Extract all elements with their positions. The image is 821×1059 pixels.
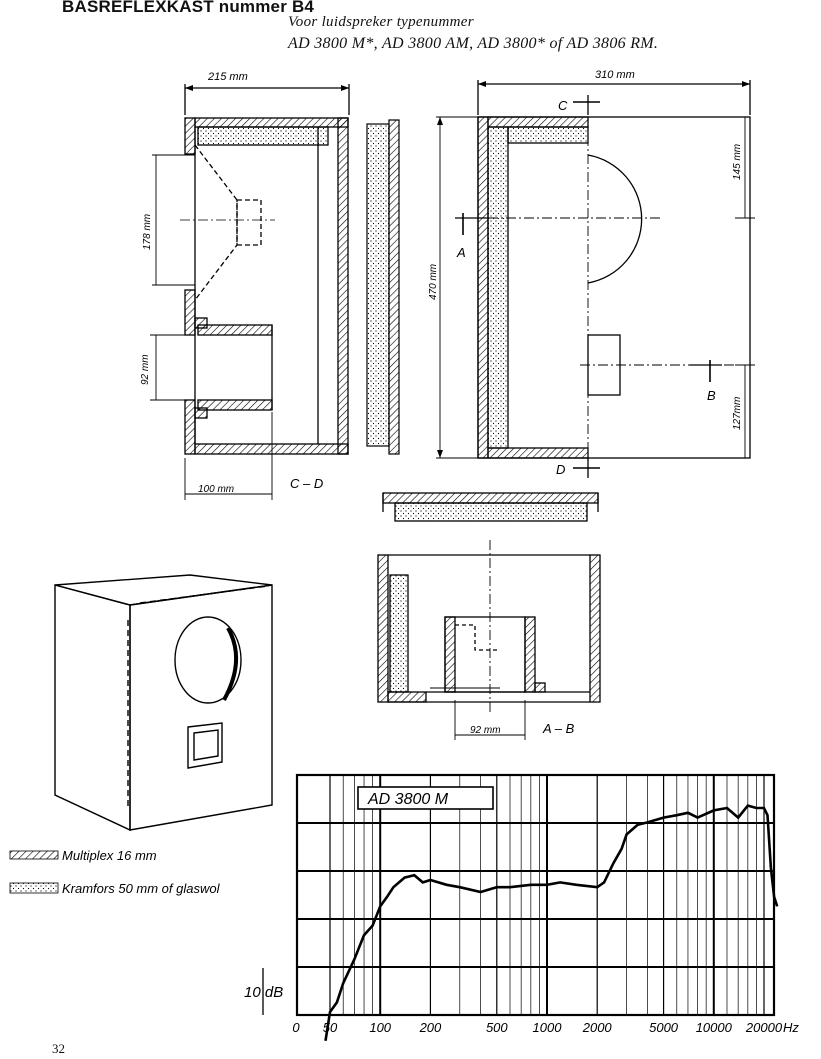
subtitle-line-2: AD 3800 M*, AD 3800 AM, AD 3800* of AD 3… bbox=[288, 35, 659, 52]
x-tick-label: 50 bbox=[323, 1020, 338, 1035]
dim-speaker-diameter: 178 mm bbox=[142, 214, 153, 250]
dim-top: 145 mm bbox=[732, 144, 743, 180]
dim-port-diameter: 92 mm bbox=[140, 354, 151, 385]
front-view bbox=[436, 80, 755, 478]
dim-height: 470 mm bbox=[428, 264, 439, 300]
frequency-response-chart: AD 3800 M 0 50 100 200 500 1000 2000 5000 10000 2… bbox=[244, 773, 799, 1042]
x-tick-label: 100 bbox=[369, 1020, 391, 1035]
x-tick-label: 20000 bbox=[745, 1020, 783, 1035]
mark-d: D bbox=[556, 462, 565, 477]
dim-port-bottom: 92 mm bbox=[470, 725, 501, 736]
x-tick-label: 200 bbox=[419, 1020, 442, 1035]
mark-b: B bbox=[707, 388, 716, 403]
chart-frame bbox=[295, 773, 776, 1017]
section-label-cd: C – D bbox=[290, 476, 323, 491]
dim-side-width: 215 mm bbox=[207, 71, 248, 83]
kramfors-swatch bbox=[9, 882, 59, 894]
x-tick-label: 5000 bbox=[649, 1020, 679, 1035]
dim-port-depth: 100 mm bbox=[198, 484, 234, 495]
mark-a: A bbox=[456, 245, 466, 260]
response-curve bbox=[324, 804, 779, 1042]
loose-damping-panel bbox=[366, 119, 400, 455]
dim-bottom: 127mm bbox=[732, 397, 743, 430]
subtitle-line-1: Voor luidspreker typenummer bbox=[288, 14, 474, 30]
page-title: BASREFLEXKAST nummer B4 bbox=[62, 0, 315, 16]
side-section-view bbox=[150, 84, 350, 500]
chart-title-box bbox=[357, 786, 494, 810]
x-tick-label: 2000 bbox=[582, 1020, 613, 1035]
x-axis-unit: Hz bbox=[783, 1020, 799, 1035]
section-label-ab: A – B bbox=[542, 721, 575, 736]
page-number: 32 bbox=[52, 1041, 65, 1056]
isometric-cabinet bbox=[54, 574, 273, 832]
x-tick-label: 500 bbox=[486, 1020, 508, 1035]
legend-kramfors: Kramfors 50 mm of glaswol bbox=[62, 881, 221, 896]
top-section-view bbox=[377, 492, 601, 740]
x-tick-label: 0 bbox=[292, 1020, 300, 1035]
mark-c: C bbox=[558, 98, 568, 113]
scale-label: 10 dB bbox=[244, 984, 283, 1001]
x-tick-label: 1000 bbox=[533, 1020, 563, 1035]
multiplex-swatch bbox=[9, 850, 59, 860]
chart-title: AD 3800 M bbox=[367, 791, 449, 808]
legend-multiplex: Multiplex 16 mm bbox=[62, 848, 157, 863]
x-tick-label: 10000 bbox=[696, 1020, 733, 1035]
dim-front-width: 310 mm bbox=[595, 69, 635, 81]
